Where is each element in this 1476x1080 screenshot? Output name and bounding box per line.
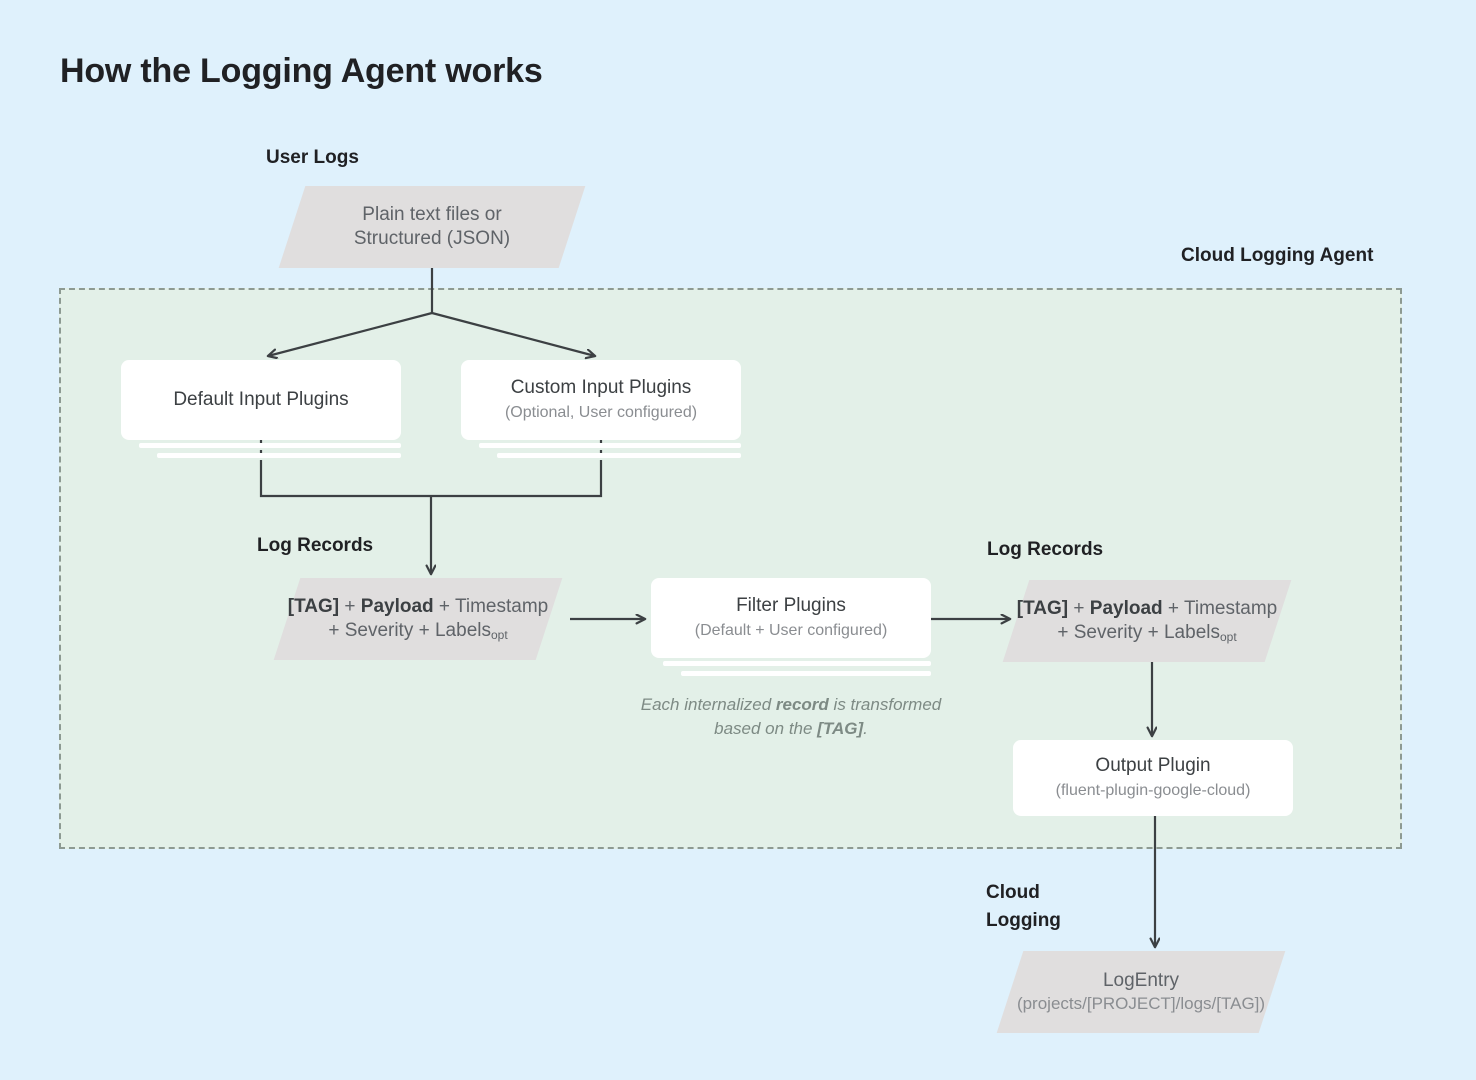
label-user-logs: User Logs bbox=[266, 147, 359, 168]
node-log-record-pre-filter: [TAG] + Payload + Timestamp + Severity +… bbox=[273, 578, 563, 660]
label-log-records-right: Log Records bbox=[987, 539, 1104, 560]
caption-part-a: Each internalized bbox=[640, 695, 776, 714]
node-custom-input-plugins[interactable]: Custom Input Plugins (Optional, User con… bbox=[461, 360, 741, 440]
log-record-post-line2: + Severity + Labelsopt bbox=[1057, 621, 1236, 645]
caption-part-f: . bbox=[863, 718, 868, 738]
caption-part-record: record bbox=[775, 695, 829, 714]
caption-part-c: is bbox=[828, 695, 846, 714]
user-logs-line1: Plain text files or bbox=[362, 203, 502, 225]
caption-part-d: transformed based on the bbox=[714, 695, 942, 738]
custom-input-stack-line-1 bbox=[479, 443, 741, 448]
log-entry-title: LogEntry bbox=[1102, 969, 1180, 991]
default-input-stack-line-2 bbox=[157, 453, 401, 458]
log-record-post-tag: [TAG] bbox=[1016, 597, 1069, 619]
default-input-stack-line-1 bbox=[139, 443, 401, 448]
filter-plugins-title: Filter Plugins bbox=[736, 595, 846, 617]
label-cloud-logging: Cloud Logging bbox=[986, 879, 1061, 934]
custom-input-plugins-title: Custom Input Plugins bbox=[510, 377, 692, 399]
user-logs-line2: Structured (JSON) bbox=[353, 228, 511, 249]
node-log-entry: LogEntry (projects/[PROJECT]/logs/[TAG]) bbox=[996, 951, 1286, 1033]
log-record-pre-opt: opt bbox=[490, 627, 508, 642]
node-filter-plugins[interactable]: Filter Plugins (Default + User configure… bbox=[651, 578, 931, 658]
label-cloud-logging-line1: Cloud bbox=[986, 882, 1040, 903]
log-record-pre-line1: [TAG] + Payload + Timestamp bbox=[288, 595, 548, 619]
log-record-pre-tag: [TAG] bbox=[287, 595, 340, 617]
label-log-records-left: Log Records bbox=[257, 535, 374, 556]
filter-plugins-subtitle: (Default + User configured) bbox=[694, 621, 888, 639]
log-entry-subtitle: (projects/[PROJECT]/logs/[TAG]) bbox=[1016, 994, 1266, 1014]
caption-transform-note: Each internalized record is transformed … bbox=[620, 693, 962, 741]
custom-input-plugins-subtitle: (Optional, User configured) bbox=[504, 403, 698, 421]
node-user-logs-source: Plain text files or Structured (JSON) bbox=[278, 186, 586, 268]
log-record-post-line1: [TAG] + Payload + Timestamp bbox=[1017, 597, 1277, 621]
default-input-plugins-title: Default Input Plugins bbox=[173, 388, 349, 410]
label-cloud-logging-agent: Cloud Logging Agent bbox=[1181, 245, 1374, 266]
log-record-pre-timestamp: + Timestamp bbox=[433, 595, 549, 617]
node-output-plugin[interactable]: Output Plugin (fluent-plugin-google-clou… bbox=[1013, 740, 1293, 816]
label-cloud-logging-line2: Logging bbox=[986, 909, 1061, 931]
output-plugin-title: Output Plugin bbox=[1095, 755, 1211, 777]
node-log-record-post-filter: [TAG] + Payload + Timestamp + Severity +… bbox=[1002, 580, 1292, 662]
output-plugin-subtitle: (fluent-plugin-google-cloud) bbox=[1055, 781, 1251, 799]
log-record-post-payload: Payload bbox=[1089, 597, 1163, 619]
log-record-post-plus1: + bbox=[1068, 597, 1090, 619]
log-record-pre-severity-labels: + Severity + Labels bbox=[328, 619, 491, 641]
filter-plugins-stack-line-1 bbox=[663, 661, 931, 666]
custom-input-stack-line-2 bbox=[497, 453, 741, 458]
caption-part-tag: [TAG] bbox=[817, 718, 864, 738]
filter-plugins-stack-line-2 bbox=[681, 671, 931, 676]
page-title: How the Logging Agent works bbox=[60, 52, 543, 90]
log-record-post-timestamp: + Timestamp bbox=[1162, 597, 1278, 619]
log-record-post-severity-labels: + Severity + Labels bbox=[1057, 621, 1220, 643]
node-default-input-plugins[interactable]: Default Input Plugins bbox=[121, 360, 401, 440]
log-record-pre-plus1: + bbox=[339, 595, 361, 617]
log-record-post-opt: opt bbox=[1219, 629, 1237, 644]
log-record-pre-line2: + Severity + Labelsopt bbox=[328, 619, 507, 643]
log-record-pre-payload: Payload bbox=[360, 595, 434, 617]
